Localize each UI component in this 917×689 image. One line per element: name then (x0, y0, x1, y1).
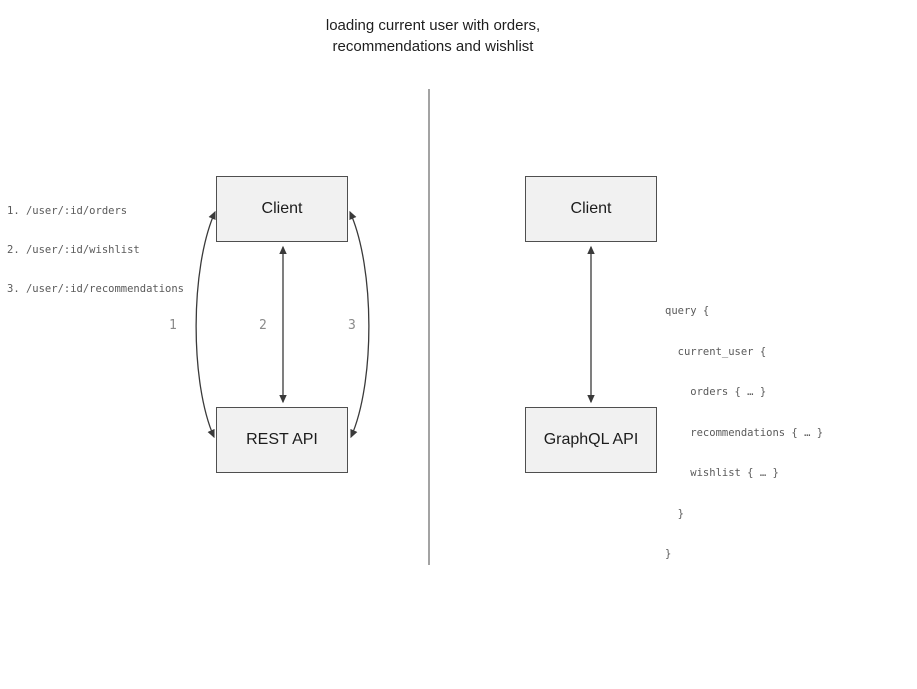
graphql-api-box-label: GraphQL API (543, 431, 639, 448)
rest-endpoint-wishlist: 2. /user/:id/wishlist (7, 244, 140, 256)
rest-api-box: REST API (216, 407, 348, 473)
arrow-label-1: 1 (169, 318, 177, 333)
arrow-label-2: 2 (259, 318, 267, 333)
rest-recommendations-arrow (349, 210, 370, 439)
query-line: query { (665, 305, 710, 317)
rest-endpoint-recommendations: 3. /user/:id/recommendations (7, 283, 185, 295)
query-line: orders { … } (665, 386, 767, 398)
arrow-label-3: 3 (348, 318, 356, 333)
client-box-right-label: Client (570, 200, 612, 217)
query-line: } (665, 548, 672, 560)
diagram-title: loading current user with orders, recomm… (0, 15, 866, 57)
query-line: wishlist { … } (665, 467, 779, 479)
client-box-left: Client (216, 176, 348, 242)
rest-endpoint-list: 1. /user/:id/orders 2. /user/:id/wishlis… (7, 179, 184, 322)
client-box-left-label: Client (261, 200, 303, 217)
query-line: } (665, 507, 684, 520)
rest-api-box-label: REST API (246, 431, 318, 448)
client-box-right: Client (525, 176, 657, 242)
query-line: current_user { (665, 345, 767, 358)
query-line: recommendations { … } (665, 426, 824, 439)
diagram-title-line2: recommendations and wishlist (332, 38, 534, 55)
diagram-title-line1: loading current user with orders, (325, 17, 541, 34)
graphql-api-box: GraphQL API (525, 407, 657, 473)
rest-orders-arrow (195, 210, 216, 439)
graphql-query-snippet: query { current_user { orders { … } reco… (665, 278, 823, 589)
rest-endpoint-orders: 1. /user/:id/orders (7, 205, 128, 217)
